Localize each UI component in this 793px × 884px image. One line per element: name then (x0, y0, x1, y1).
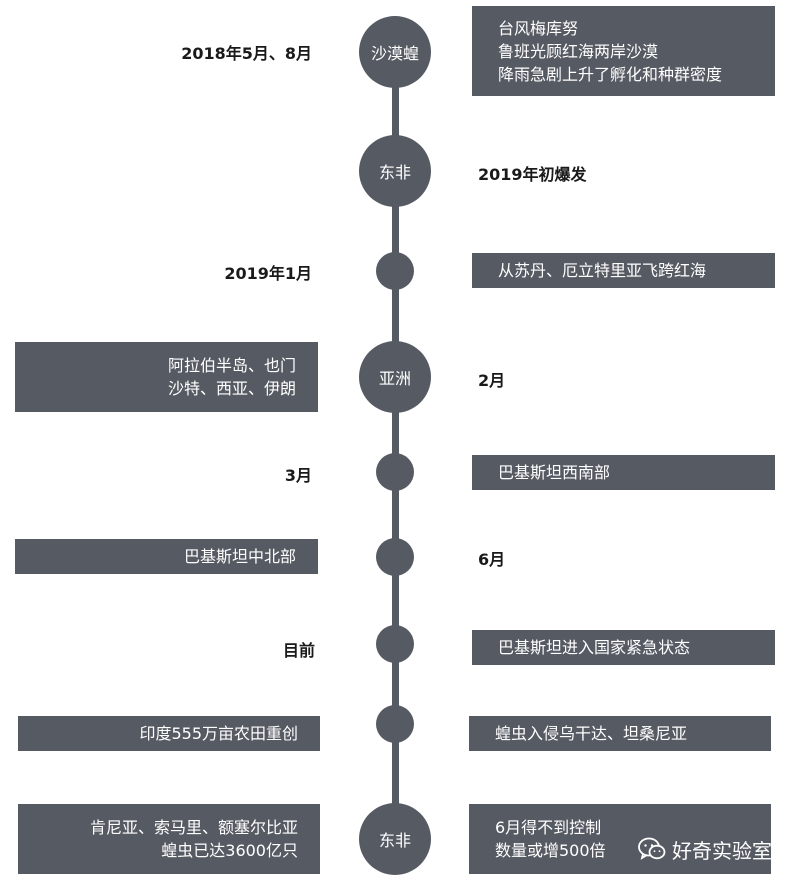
timeline-node-locust: 沙漠蝗 (359, 16, 431, 88)
event-text: 巴基斯坦中北部 (183, 547, 296, 566)
timeline-dot (376, 625, 414, 663)
event-text: 沙特、西亚、伊朗 (167, 379, 296, 398)
timeline-dot (376, 538, 414, 576)
event-text: 降雨急剧上升了孵化和种群密度 (498, 64, 723, 84)
watermark: 好奇实验室 (638, 834, 772, 864)
event-text: 蝗虫已达3600亿只 (161, 841, 298, 860)
event-text: 阿拉伯半岛、也门 (167, 356, 296, 375)
wechat-icon (638, 837, 666, 860)
timeline-node-east-africa-2: 东非 (359, 803, 431, 875)
date-label: 2018年5月、8月 (181, 44, 312, 63)
date-label: 2019年初爆发 (478, 165, 587, 184)
date-label: 3月 (284, 466, 312, 485)
date-label: 2019年1月 (224, 264, 312, 283)
timeline-spine (392, 50, 399, 840)
timeline-node-asia: 亚洲 (359, 341, 431, 413)
event-box-arabia: 阿拉伯半岛、也门 沙特、西亚、伊朗 (15, 342, 318, 412)
timeline-node-east-africa: 东非 (359, 135, 431, 207)
event-box-kenya: 肯尼亚、索马里、额塞尔比亚 蝗虫已达3600亿只 (18, 804, 320, 874)
event-box-cyclone: 台风梅库努 鲁班光顾红海两岸沙漠 降雨急剧上升了孵化和种群密度 (472, 6, 775, 96)
date-label: 目前 (282, 641, 315, 660)
date-label: 2月 (478, 371, 506, 390)
event-text: 肯尼亚、索马里、额塞尔比亚 (89, 818, 298, 837)
watermark-text: 好奇实验室 (672, 838, 772, 863)
event-box-pakistan-sw: 巴基斯坦西南部 (472, 455, 775, 490)
event-box-sudan: 从苏丹、厄立特里亚飞跨红海 (472, 253, 775, 288)
event-box-uganda: 蝗虫入侵乌干达、坦桑尼亚 (469, 716, 771, 751)
date-label: 6月 (478, 550, 506, 569)
event-text: 巴基斯坦西南部 (498, 463, 611, 482)
event-text: 6月得不到控制 (495, 818, 602, 837)
event-box-pakistan-emergency: 巴基斯坦进入国家紧急状态 (472, 630, 775, 665)
timeline-dot (376, 453, 414, 491)
event-box-control: 6月得不到控制 数量或增500倍 (469, 804, 771, 874)
event-text: 巴基斯坦进入国家紧急状态 (498, 638, 691, 657)
event-text: 蝗虫入侵乌干达、坦桑尼亚 (495, 724, 688, 743)
event-box-pakistan-nc: 巴基斯坦中北部 (15, 539, 318, 574)
timeline-dot (376, 705, 414, 743)
event-text: 数量或增500倍 (495, 841, 606, 860)
event-box-india: 印度555万亩农田重创 (18, 716, 320, 751)
timeline-dot (376, 252, 414, 290)
event-text: 鲁班光顾红海两岸沙漠 (498, 41, 659, 61)
event-text: 台风梅库努 (498, 18, 579, 38)
event-text: 从苏丹、厄立特里亚飞跨红海 (498, 261, 707, 280)
event-text: 印度555万亩农田重创 (139, 724, 298, 743)
